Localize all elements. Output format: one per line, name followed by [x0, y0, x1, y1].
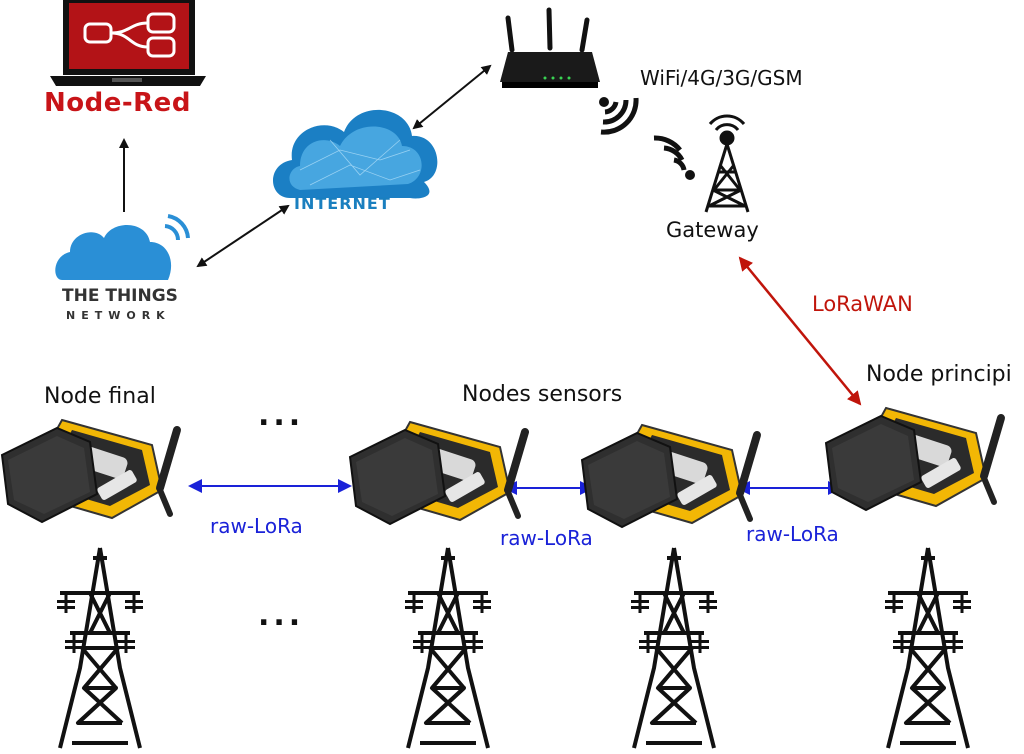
wifi-signal-icon — [599, 97, 639, 135]
node-red-label: Node-Red — [44, 88, 191, 118]
power-pylon-3 — [629, 546, 719, 750]
nodes-sensors-label: Nodes sensors — [462, 382, 623, 407]
connection-arrows — [119, 64, 492, 268]
gateway-label: Gateway — [666, 218, 759, 242]
sensor-device-1 — [350, 422, 525, 524]
ttn-label-line1: THE THINGS — [62, 286, 178, 306]
raw-lora-links — [188, 479, 842, 495]
sensor-device-2 — [582, 425, 757, 527]
wifi-label: WiFi/4G/3G/GSM — [640, 66, 803, 90]
node-final-label: Node final — [44, 384, 156, 409]
ellipsis-top: ... — [258, 398, 305, 433]
ellipsis-bottom: ... — [258, 598, 305, 633]
power-pylon-4 — [883, 546, 973, 750]
ttn-cloud-icon — [55, 214, 190, 280]
internet-label: INTERNET — [294, 194, 391, 213]
node-principal-label: Node principi — [866, 362, 1012, 387]
power-pylon-2 — [403, 546, 493, 750]
raw-lora-label-1: raw-LoRa — [210, 514, 303, 538]
sensor-device-node-final — [2, 420, 177, 522]
ttn-label-line2: NETWORK — [66, 309, 171, 322]
lorawan-label: LoRaWAN — [812, 292, 913, 316]
sensor-device-principal — [826, 408, 1001, 510]
node-red-laptop-icon — [50, 0, 206, 86]
raw-lora-label-2: raw-LoRa — [500, 526, 593, 550]
router-icon — [500, 7, 600, 88]
gateway-tower-icon — [653, 114, 750, 213]
power-pylon-1 — [55, 546, 145, 750]
internet-cloud-icon — [273, 109, 438, 199]
raw-lora-label-3: raw-LoRa — [746, 522, 839, 546]
lorawan-link — [738, 256, 862, 406]
